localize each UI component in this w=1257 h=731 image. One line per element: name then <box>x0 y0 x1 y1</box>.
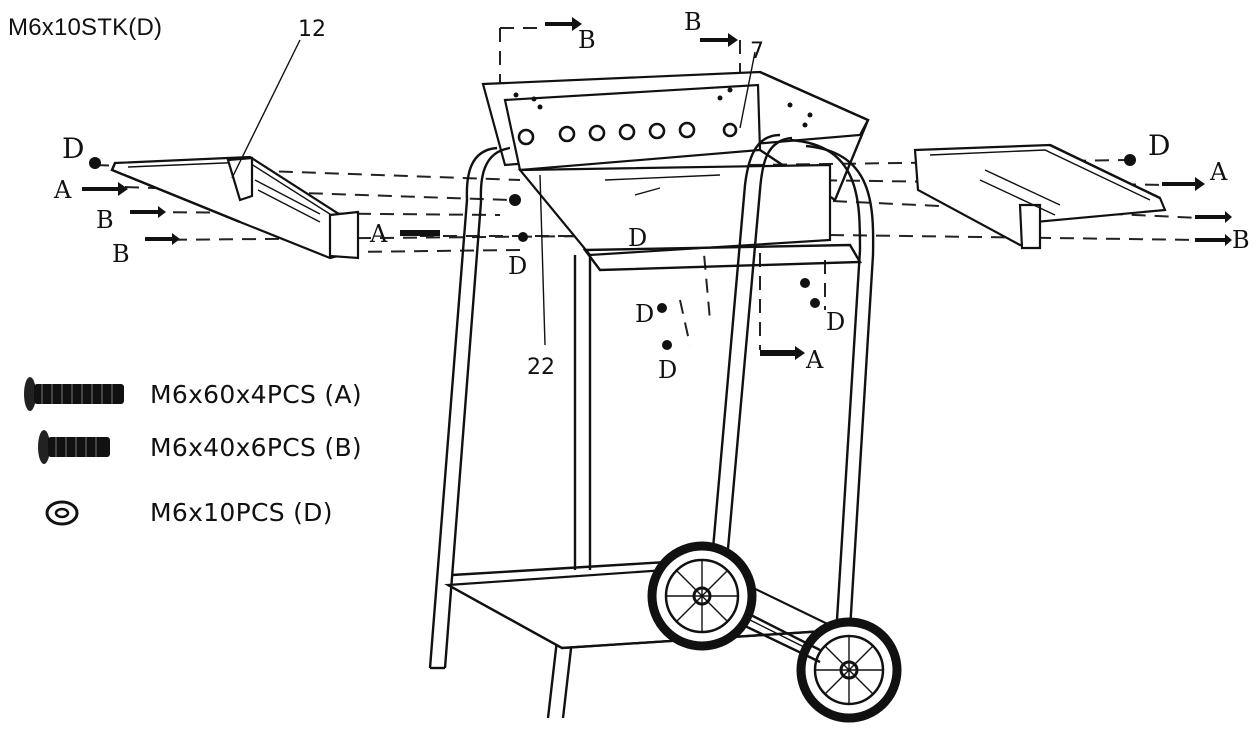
callout-a-right: A <box>1209 158 1228 186</box>
callout-b-left-2: B <box>112 240 130 268</box>
part-number-22: 22 <box>527 355 555 380</box>
part-number-7: 7 <box>750 39 764 64</box>
part-leaders <box>231 39 756 346</box>
long-bolt-icon <box>20 374 128 414</box>
short-bolt-icon <box>20 427 128 467</box>
callout-b-top-right: B <box>684 8 702 36</box>
callout-b-right: B <box>1232 226 1250 254</box>
legend-row-b: M6x40x6PCS (B) <box>20 427 362 467</box>
callout-d-center: D <box>628 224 647 252</box>
bolt-markers <box>82 17 1232 360</box>
callout-b-top-left: B <box>578 26 596 54</box>
callout-a-lower: A <box>805 346 824 374</box>
left-side-shelf <box>110 155 360 260</box>
legend-row-d: M6x10PCS (D) <box>20 492 333 532</box>
callout-d-lower-1: D <box>635 300 654 328</box>
rear-wheel <box>744 610 902 723</box>
callout-d-lower-2: D <box>658 356 677 384</box>
callout-d-left: D <box>62 132 84 165</box>
nut-icon <box>20 492 128 532</box>
legend-text-d: M6x10PCS (D) <box>150 497 333 527</box>
callout-d-right: D <box>1148 129 1170 162</box>
callout-b-left-1: B <box>96 206 114 234</box>
legend-row-a: M6x60x4PCS (A) <box>20 374 362 414</box>
grill-firebox <box>481 70 870 272</box>
callout-a-left: A <box>53 176 72 204</box>
part-number-12: 12 <box>298 17 326 42</box>
legend-text-b: M6x40x6PCS (B) <box>150 432 362 462</box>
front-wheel <box>647 541 757 651</box>
right-side-shelf <box>913 143 1167 250</box>
hardware-header-label: M6x10STK(D) <box>8 14 163 41</box>
callout-d-right-lower: D <box>826 308 845 336</box>
callout-a-mid-left: A <box>369 220 388 248</box>
legend-text-a: M6x60x4PCS (A) <box>150 379 362 409</box>
callout-d-mid-left: D <box>508 252 527 280</box>
